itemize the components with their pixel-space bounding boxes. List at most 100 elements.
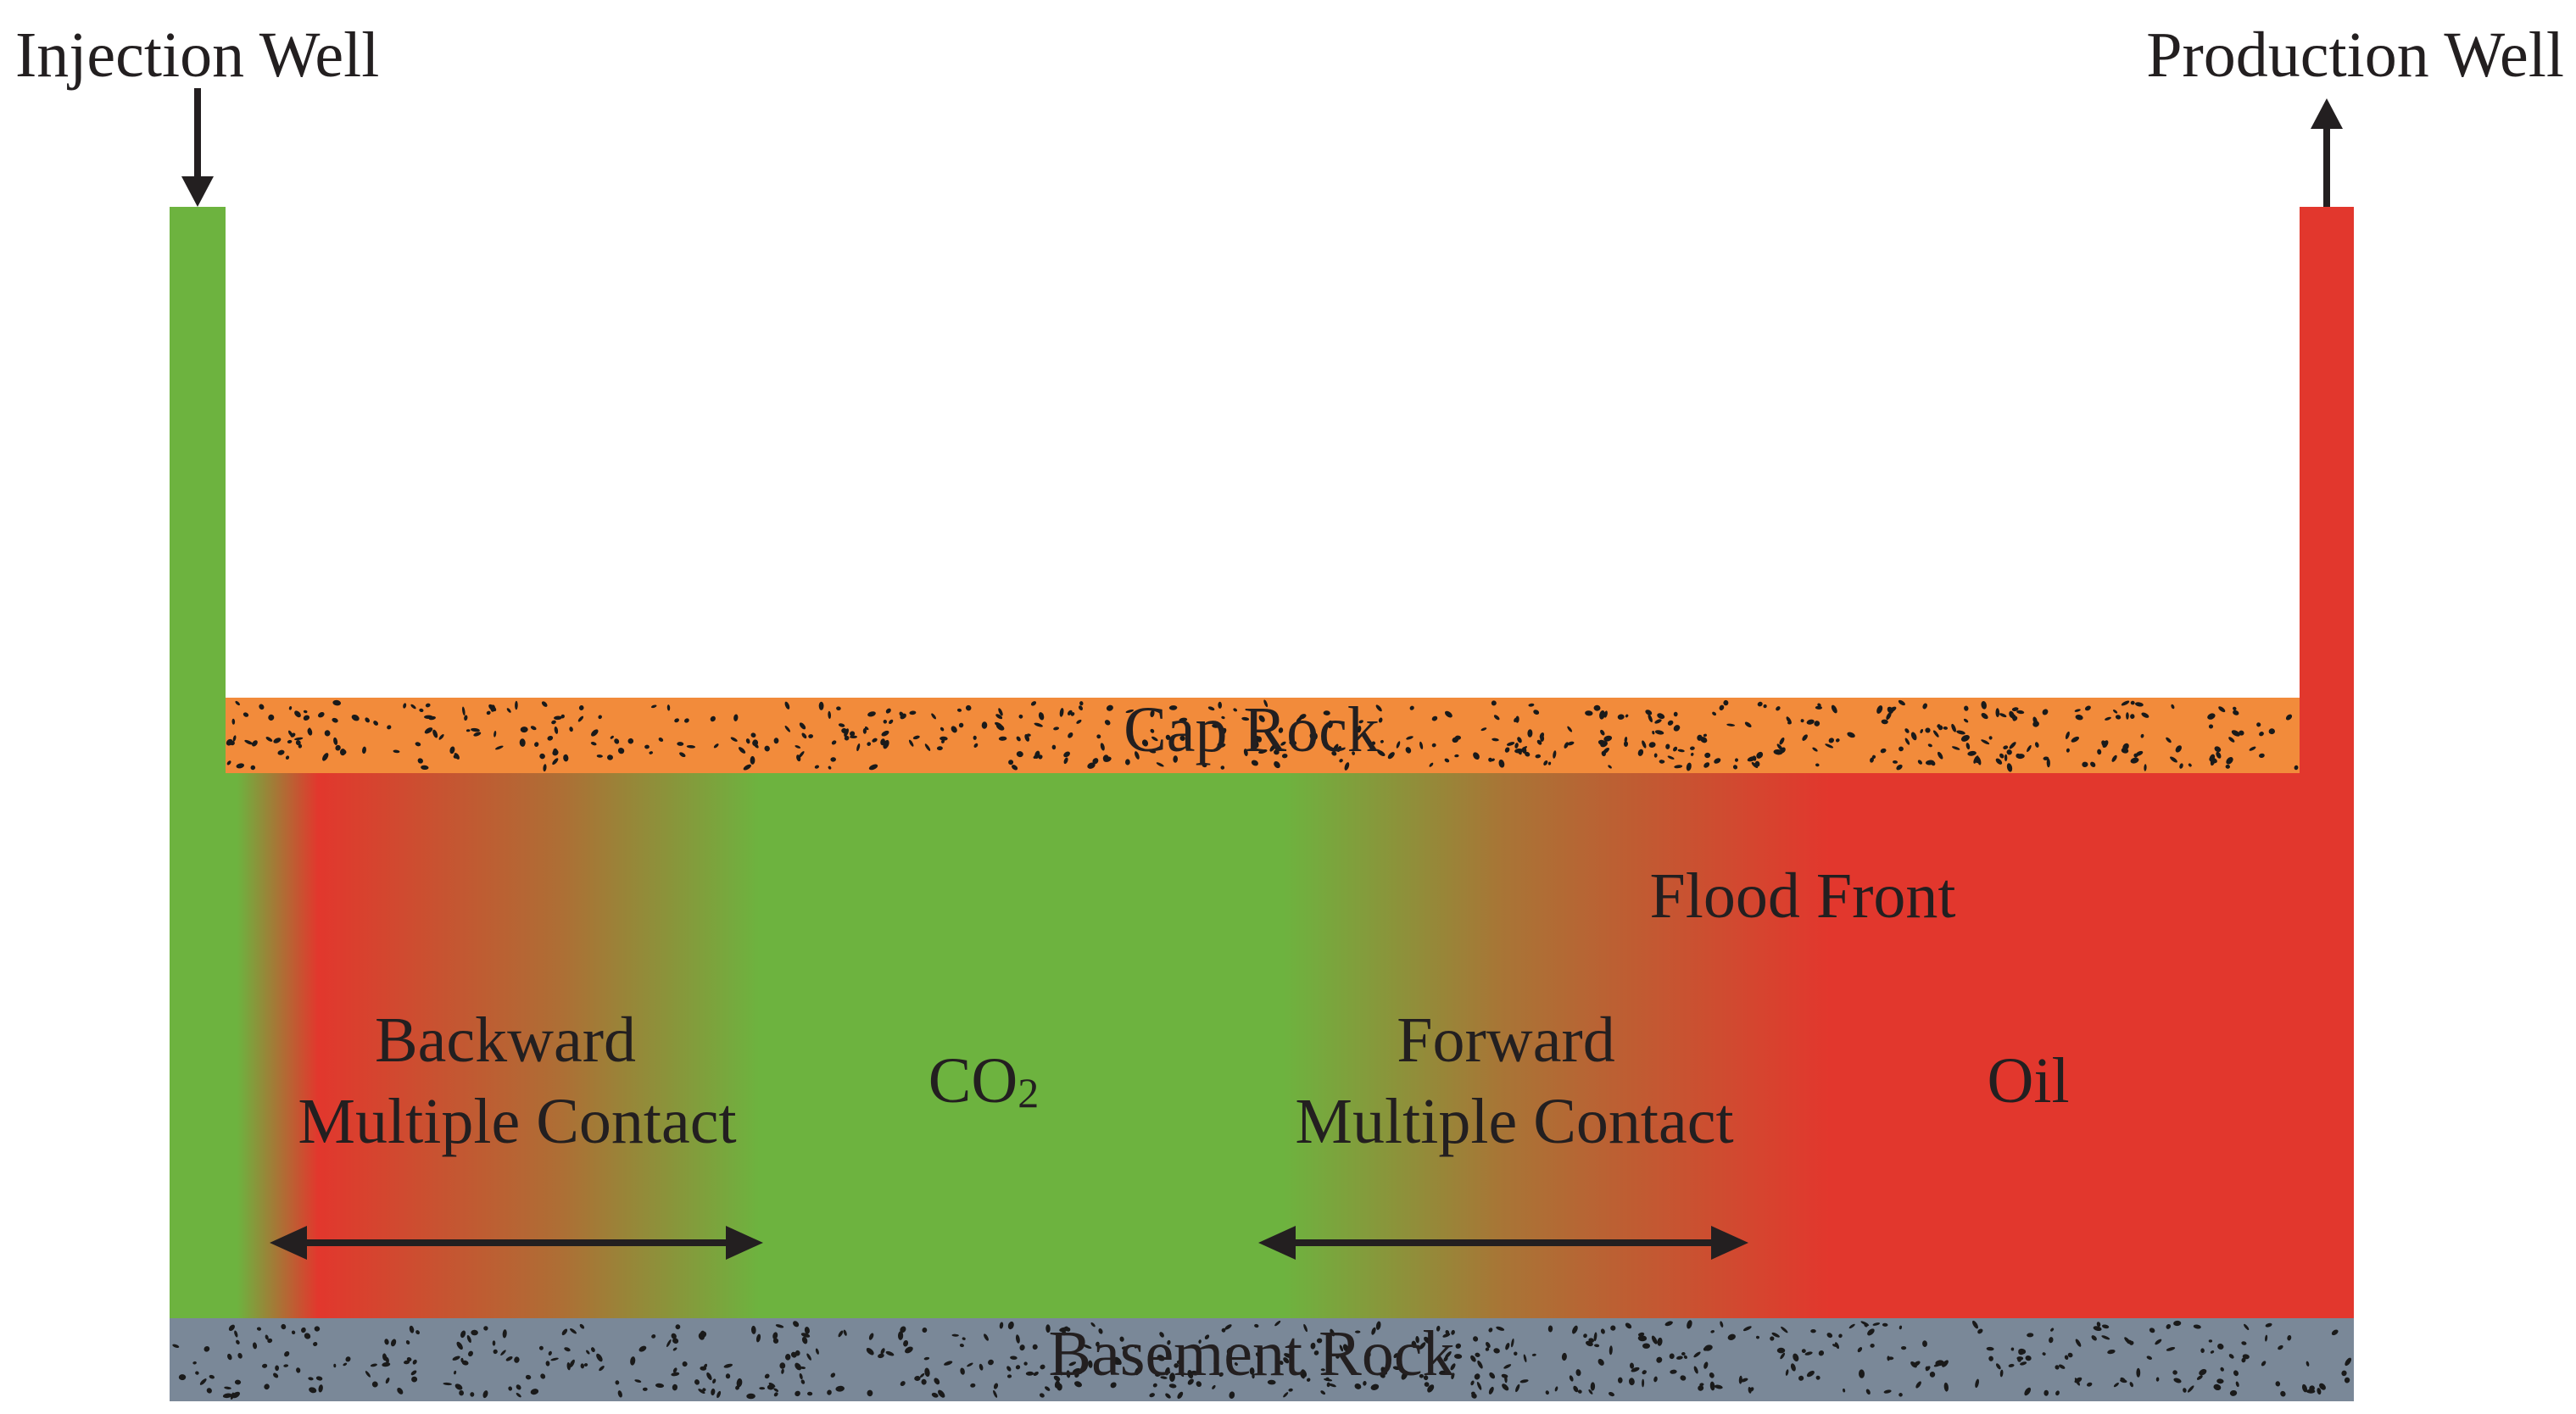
rock-speckle bbox=[1670, 1369, 1677, 1374]
rock-speckle bbox=[781, 1368, 784, 1374]
rock-speckle bbox=[1257, 736, 1263, 743]
rock-speckle bbox=[1683, 1355, 1688, 1360]
rock-speckle bbox=[1220, 765, 1225, 770]
rock-speckle bbox=[838, 1330, 844, 1338]
rock-speckle bbox=[1320, 1368, 1325, 1372]
rock-speckle bbox=[1608, 765, 1612, 769]
rock-speckle bbox=[1870, 757, 1874, 763]
rock-speckle bbox=[1092, 758, 1099, 765]
rock-speckle bbox=[1241, 716, 1250, 721]
rock-speckle bbox=[1119, 1336, 1124, 1342]
rock-speckle bbox=[1976, 759, 1980, 764]
rock-speckle bbox=[1898, 699, 1905, 706]
rock-speckle bbox=[1168, 1383, 1177, 1389]
rock-speckle bbox=[1068, 1361, 1077, 1367]
basement-rock-speckles bbox=[172, 1320, 2352, 1400]
rock-speckle bbox=[226, 738, 233, 746]
rock-speckle bbox=[460, 1330, 466, 1339]
rock-speckle bbox=[1196, 1381, 1202, 1387]
rock-speckle bbox=[775, 1324, 784, 1328]
rock-speckle bbox=[1703, 1344, 1713, 1351]
rock-speckle bbox=[1981, 700, 1987, 710]
rock-speckle bbox=[764, 1373, 770, 1379]
rock-speckle bbox=[1493, 715, 1500, 721]
rock-speckle bbox=[1454, 1354, 1463, 1359]
rock-speckle bbox=[2121, 700, 2130, 706]
rock-speckle bbox=[1901, 1345, 1907, 1350]
rock-speckle bbox=[236, 763, 245, 769]
rock-speckle bbox=[1659, 760, 1665, 764]
rock-speckle bbox=[1363, 1381, 1367, 1386]
rock-speckle bbox=[2146, 1356, 2153, 1360]
rock-speckle bbox=[1419, 741, 1424, 749]
rock-speckle bbox=[345, 1356, 351, 1362]
rock-speckle bbox=[1249, 1367, 1255, 1375]
rock-speckle bbox=[1686, 762, 1692, 771]
rock-speckle bbox=[808, 734, 813, 738]
rock-speckle bbox=[1610, 1325, 1616, 1331]
rock-speckle bbox=[1597, 1358, 1604, 1366]
rock-speckle bbox=[1339, 759, 1343, 763]
basement-rock-label: Basement Rock bbox=[1048, 1318, 1454, 1389]
rock-speckle bbox=[1106, 704, 1113, 711]
rock-speckle bbox=[2172, 1370, 2177, 1375]
rock-speckle bbox=[2265, 1334, 2268, 1342]
rock-speckle bbox=[1221, 715, 1225, 720]
rock-speckle bbox=[1956, 730, 1965, 735]
rock-speckle bbox=[773, 1388, 779, 1392]
rock-speckle bbox=[1625, 714, 1629, 718]
rock-speckle bbox=[1377, 749, 1386, 757]
rock-speckle bbox=[1600, 729, 1605, 736]
rock-speckle bbox=[2003, 745, 2009, 749]
rock-speckle bbox=[471, 727, 480, 732]
rock-speckle bbox=[1057, 1383, 1062, 1391]
rock-speckle bbox=[2287, 1334, 2292, 1341]
rock-speckle bbox=[195, 1371, 199, 1375]
rock-speckle bbox=[1173, 755, 1179, 763]
rock-speckle bbox=[617, 1390, 622, 1398]
rock-speckle bbox=[672, 1383, 678, 1391]
rock-speckle bbox=[1642, 1370, 1647, 1375]
rock-speckle bbox=[461, 1360, 469, 1366]
rock-speckle bbox=[482, 1390, 488, 1399]
rock-speckle bbox=[404, 1360, 410, 1365]
rock-speckle bbox=[1624, 737, 1628, 743]
rock-speckle bbox=[1931, 760, 1936, 766]
rock-speckle bbox=[2082, 761, 2088, 768]
backward-zone-label-line1: Backward bbox=[375, 1005, 636, 1076]
rock-speckle bbox=[412, 1359, 417, 1365]
rock-speckle bbox=[273, 738, 282, 743]
rock-speckle bbox=[1254, 1323, 1259, 1328]
rock-speckle bbox=[1251, 760, 1258, 766]
rock-speckle bbox=[365, 717, 371, 723]
rock-speckle bbox=[1723, 699, 1729, 706]
rock-speckle bbox=[962, 1337, 966, 1340]
rock-speckle bbox=[630, 1356, 636, 1366]
rock-speckle bbox=[1999, 753, 2004, 759]
rock-speckle bbox=[1059, 708, 1064, 717]
rock-speckle bbox=[1624, 741, 1628, 747]
rock-speckle bbox=[417, 758, 423, 764]
rock-speckle bbox=[1734, 758, 1739, 762]
co2-zone-label: CO2 bbox=[928, 1045, 1040, 1116]
rock-speckle bbox=[199, 1378, 207, 1385]
rock-speckle bbox=[1790, 1363, 1796, 1372]
rock-speckle bbox=[830, 1372, 836, 1378]
rock-speckle bbox=[2149, 1328, 2155, 1333]
rock-speckle bbox=[1179, 735, 1185, 741]
rock-speckle bbox=[1657, 1337, 1663, 1346]
rock-speckle bbox=[1323, 710, 1330, 715]
rock-speckle bbox=[1712, 711, 1717, 716]
rock-speckle bbox=[250, 765, 256, 771]
rock-speckle bbox=[294, 737, 304, 741]
rock-speckle bbox=[999, 1322, 1004, 1329]
rock-speckle bbox=[1744, 721, 1752, 728]
rock-speckle bbox=[1470, 1380, 1475, 1386]
rock-speckle bbox=[1520, 746, 1528, 752]
rock-speckle bbox=[746, 1393, 756, 1400]
rock-speckle bbox=[1063, 757, 1068, 765]
rock-speckle bbox=[1358, 720, 1363, 724]
rock-speckle bbox=[1280, 741, 1286, 746]
rock-speckle bbox=[880, 1348, 885, 1355]
rock-speckle bbox=[1629, 1362, 1635, 1369]
